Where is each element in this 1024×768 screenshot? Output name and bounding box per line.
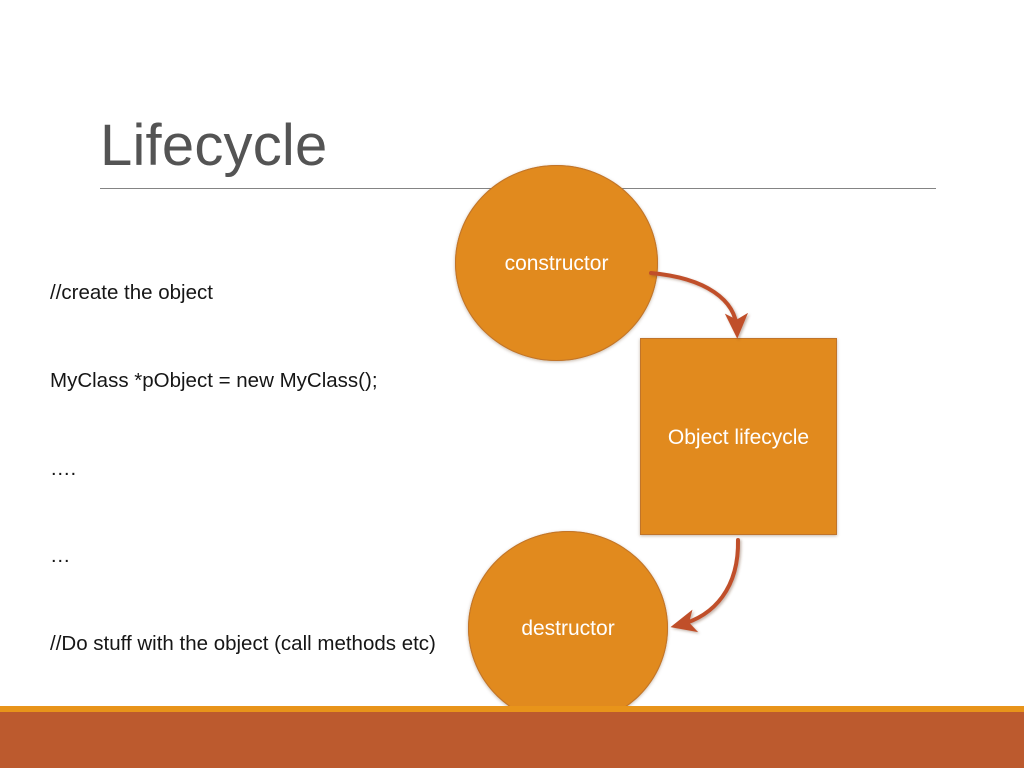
code-line: //Do stuff with the object (call methods… bbox=[50, 631, 436, 655]
object-lifecycle-square-shape bbox=[640, 338, 837, 535]
object-lifecycle-label: Object lifecycle bbox=[667, 426, 810, 449]
code-line: … bbox=[50, 544, 71, 568]
destructor-label: destructor bbox=[521, 617, 615, 640]
code-line: //create the object bbox=[50, 281, 213, 305]
footer-accent-strip bbox=[0, 706, 1024, 712]
constructor-circle-outline bbox=[455, 165, 658, 361]
constructor-label: constructor bbox=[504, 252, 609, 275]
code-line: MyClass *pObject = new MyClass(); bbox=[50, 369, 378, 392]
page-title: Lifecycle bbox=[100, 113, 328, 178]
arrow-lifecycle-to-destructor bbox=[670, 538, 741, 633]
arrow-constructor-to-lifecycle bbox=[649, 271, 749, 339]
code-body-text: //create the object MyClass *pObject = n… bbox=[50, 220, 570, 768]
code-line: …. bbox=[50, 456, 77, 480]
footer-band bbox=[0, 712, 1024, 768]
